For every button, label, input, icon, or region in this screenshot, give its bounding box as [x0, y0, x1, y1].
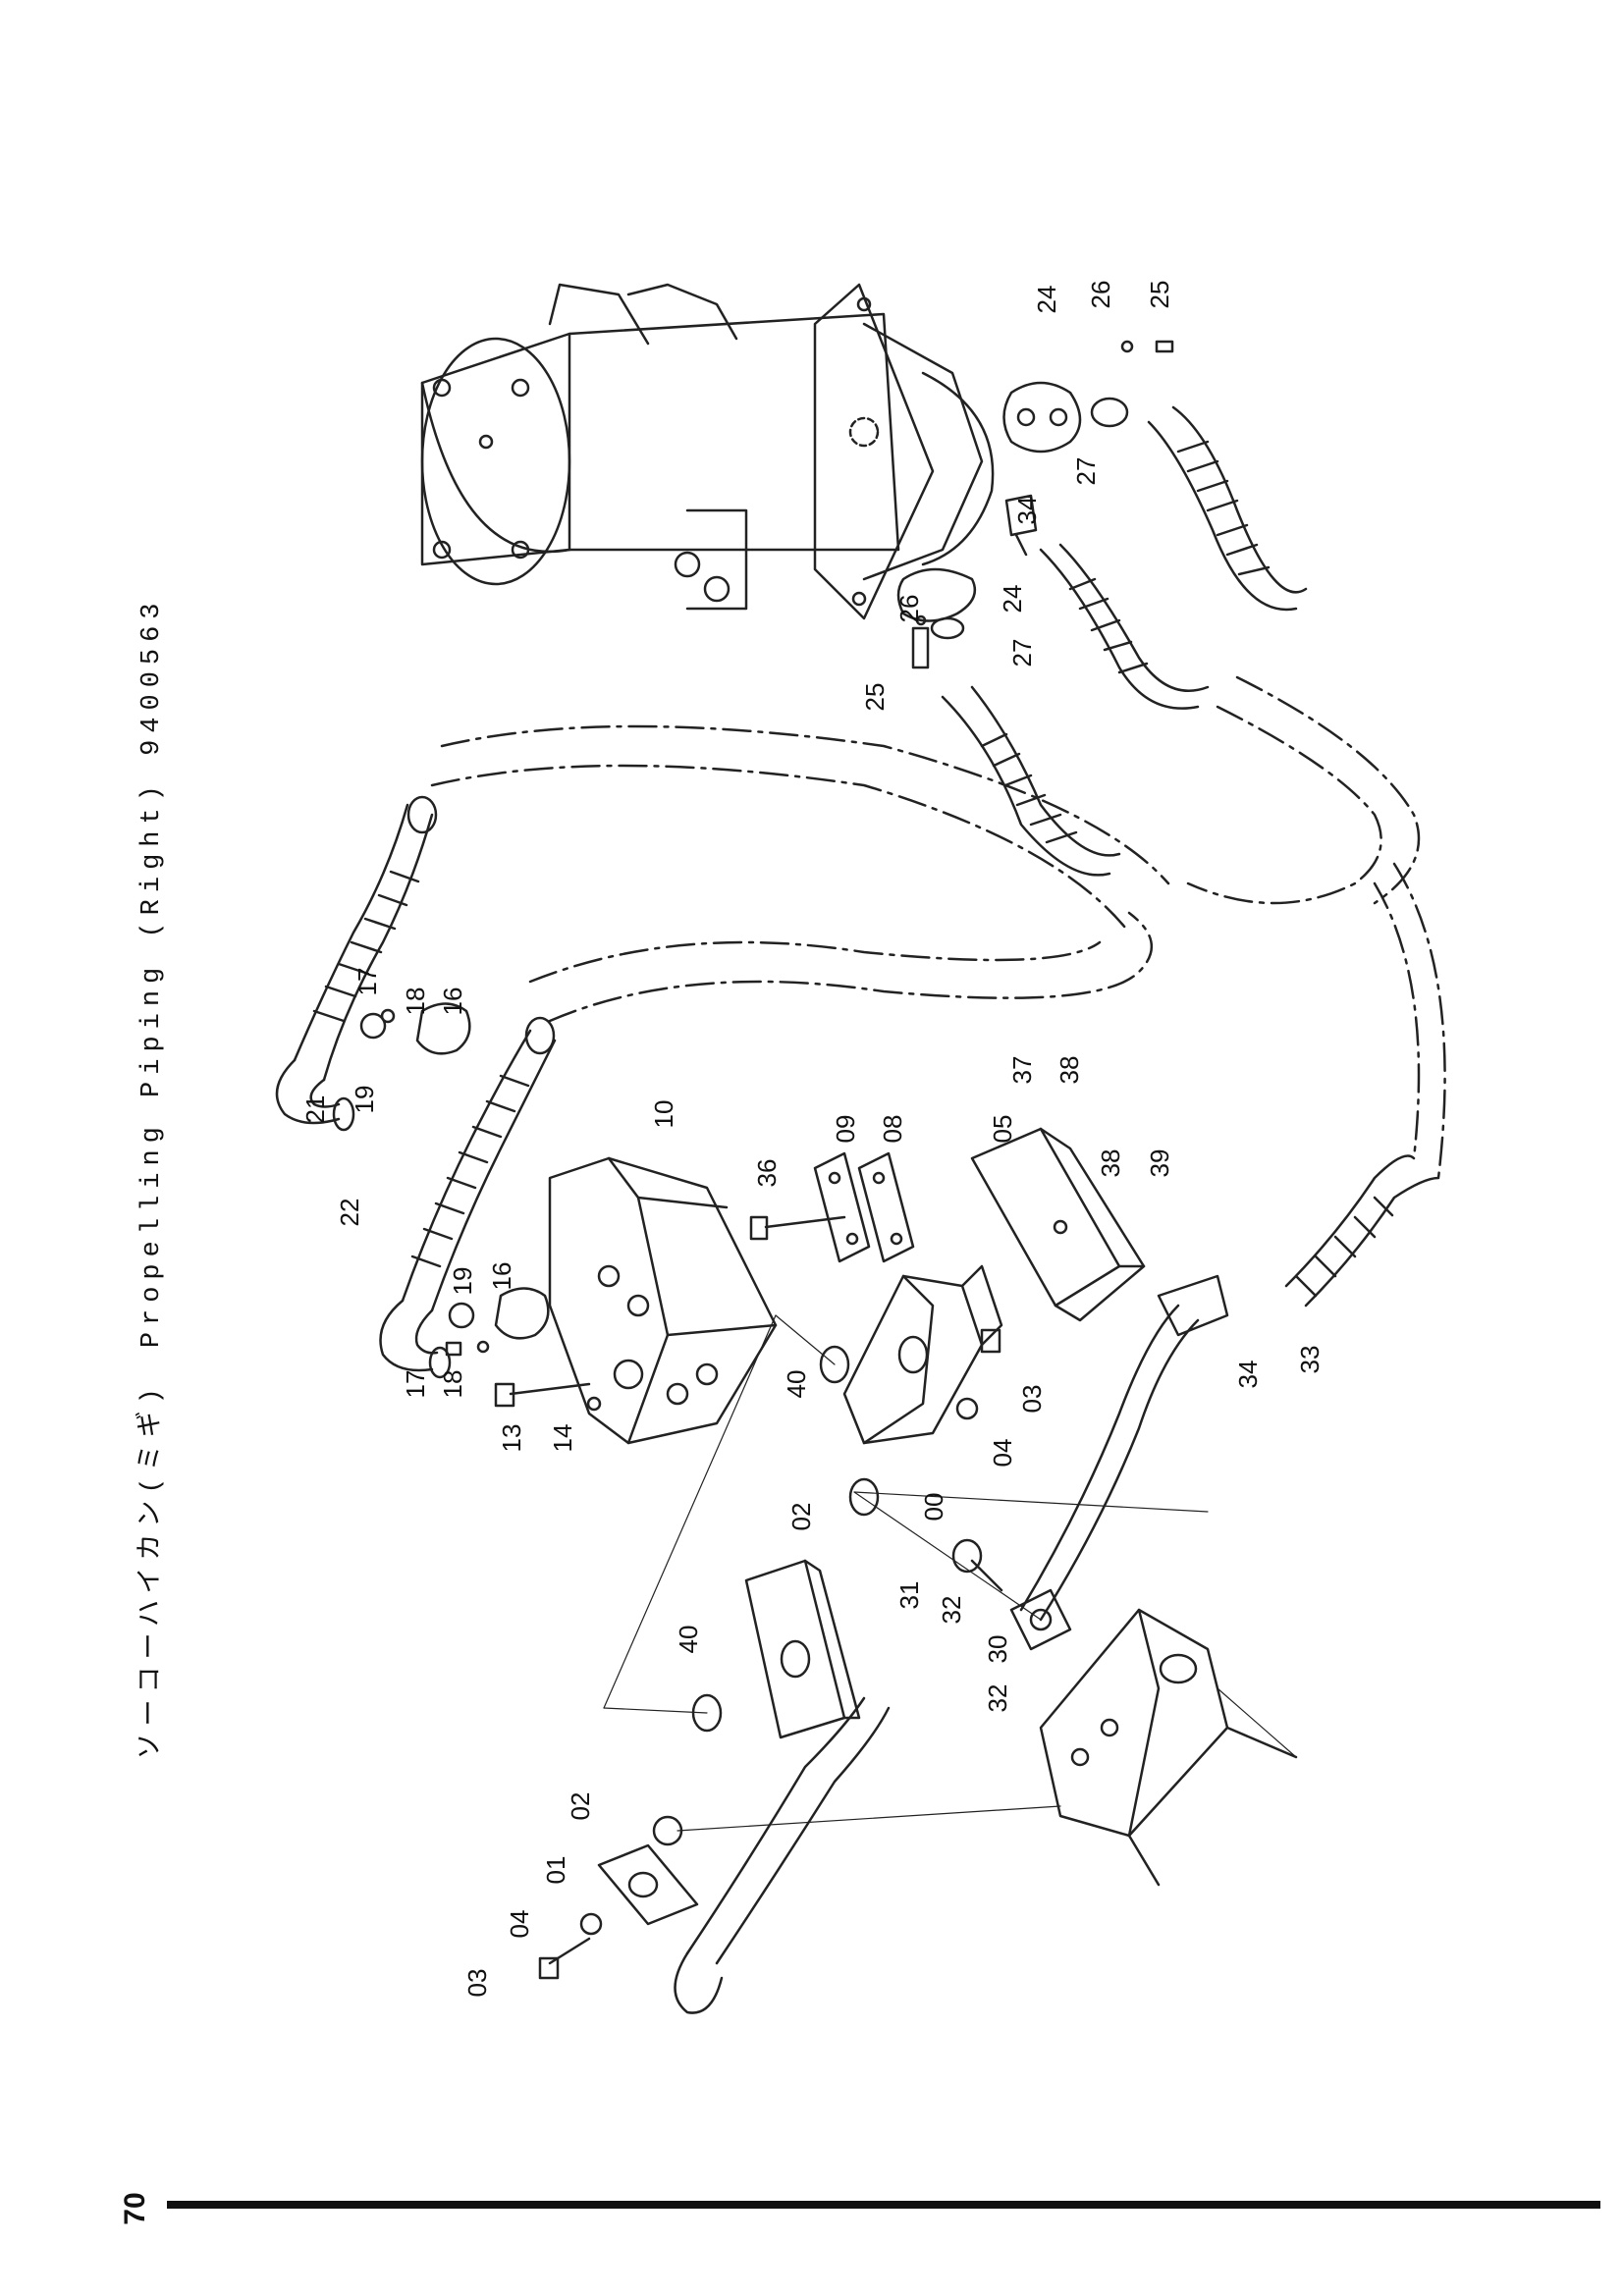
flange-16-lower — [445, 1287, 550, 1357]
part-callout-05: 05 — [988, 1115, 1017, 1144]
pipe-lower-right — [1019, 1274, 1229, 1622]
part-callout-40: 40 — [782, 1370, 811, 1399]
o-ring-lower — [930, 616, 965, 640]
hose-middle-right — [1039, 543, 1210, 710]
part-callout-04: 04 — [505, 1910, 534, 1939]
part-callout-34: 34 — [1012, 497, 1042, 525]
banjo-30 — [1009, 1588, 1072, 1651]
flange-plate-01 — [597, 1843, 699, 1926]
elbow-21 — [275, 1058, 355, 1132]
travel-motor — [420, 283, 995, 620]
part-callout-26: 26 — [1086, 281, 1115, 309]
part-callout-27: 27 — [1007, 639, 1037, 667]
part-callout-24: 24 — [998, 585, 1027, 614]
part-callout-22: 22 — [335, 1199, 364, 1227]
o-ring-40-lower — [691, 1693, 723, 1733]
part-callout-02: 02 — [566, 1792, 595, 1821]
valve-block — [548, 1156, 778, 1445]
hose-center — [941, 685, 1121, 877]
bolt-03-left — [538, 1937, 591, 1980]
part-callout-33: 33 — [1295, 1346, 1325, 1374]
bolt-31 — [951, 1538, 1003, 1592]
hose-upper-left — [293, 795, 438, 1082]
part-callout-04: 04 — [988, 1439, 1017, 1468]
bolt-03-right — [955, 1328, 1001, 1420]
part-callout-19: 19 — [448, 1267, 477, 1296]
part-callout-32: 32 — [983, 1684, 1012, 1713]
plate-08 — [857, 1151, 915, 1263]
part-callout-00: 00 — [919, 1493, 948, 1522]
rubber-mount-05 — [970, 1127, 1146, 1322]
part-callout-32: 32 — [937, 1596, 966, 1625]
block-lower — [744, 1559, 861, 1739]
bolt-upper — [1120, 340, 1174, 353]
part-callout-01: 01 — [541, 1856, 570, 1885]
part-callout-38: 38 — [1055, 1056, 1084, 1085]
part-callout-34: 34 — [1233, 1361, 1263, 1389]
part-callout-40: 40 — [674, 1626, 703, 1654]
part-callout-21: 21 — [300, 1095, 330, 1124]
part-callout-19: 19 — [350, 1086, 379, 1114]
part-callout-18: 18 — [401, 988, 430, 1016]
bolt-36 — [749, 1215, 846, 1241]
plate-09 — [813, 1151, 871, 1263]
part-callout-38: 38 — [1096, 1149, 1125, 1178]
hose-22 — [401, 1016, 557, 1312]
part-callout-09: 09 — [831, 1115, 860, 1144]
o-ring-02-right — [848, 1477, 880, 1517]
part-callout-08: 08 — [878, 1115, 907, 1144]
pump-housing — [1039, 1608, 1298, 1887]
reference-lines — [603, 1314, 1297, 1832]
part-callout-13: 13 — [497, 1424, 526, 1453]
part-callout-16: 16 — [438, 988, 467, 1016]
bracket-00 — [842, 1264, 1003, 1445]
hose-33 — [1284, 1154, 1440, 1308]
part-callout-03: 03 — [462, 1969, 492, 1998]
split-flange-lower — [896, 567, 977, 622]
part-callout-25: 25 — [860, 683, 890, 712]
o-ring-40-upper — [819, 1345, 850, 1384]
part-callout-18: 18 — [438, 1370, 467, 1399]
part-callout-27: 27 — [1071, 457, 1101, 486]
part-callout-25: 25 — [1145, 281, 1174, 309]
o-ring-upper — [1090, 397, 1129, 428]
part-callout-30: 30 — [983, 1635, 1012, 1664]
bolt-13 — [494, 1382, 602, 1412]
part-callout-26: 26 — [894, 595, 924, 623]
part-callout-31: 31 — [894, 1581, 924, 1610]
footer-rule — [167, 2201, 1600, 2209]
bolt-lower — [911, 614, 930, 669]
washer-04-left — [579, 1912, 603, 1936]
pipe-lower-left — [674, 1696, 891, 2014]
part-callout-16: 16 — [487, 1262, 516, 1291]
part-callout-17: 17 — [401, 1370, 430, 1399]
hose-upper-right — [1147, 405, 1308, 612]
part-callout-39: 39 — [1145, 1149, 1174, 1178]
adapter-fitting-upper — [1004, 494, 1038, 557]
part-callout-17: 17 — [352, 968, 382, 996]
part-callout-37: 37 — [1007, 1056, 1037, 1085]
part-callout-10: 10 — [649, 1100, 678, 1129]
flange-16-upper — [359, 1002, 471, 1055]
part-callout-14: 14 — [548, 1424, 577, 1453]
elbow-22 — [379, 1299, 452, 1379]
callout-labels: 24 26 25 34 27 24 26 27 25 17 18 16 21 19 10 22 19 16 17 18… — [300, 281, 1325, 1998]
split-flange-upper — [1002, 381, 1082, 454]
part-callout-03: 03 — [1017, 1385, 1047, 1414]
part-callout-36: 36 — [752, 1159, 782, 1188]
pipe-run-outer — [430, 675, 1446, 1180]
part-callout-24: 24 — [1032, 286, 1061, 314]
part-callout-02: 02 — [786, 1503, 816, 1531]
